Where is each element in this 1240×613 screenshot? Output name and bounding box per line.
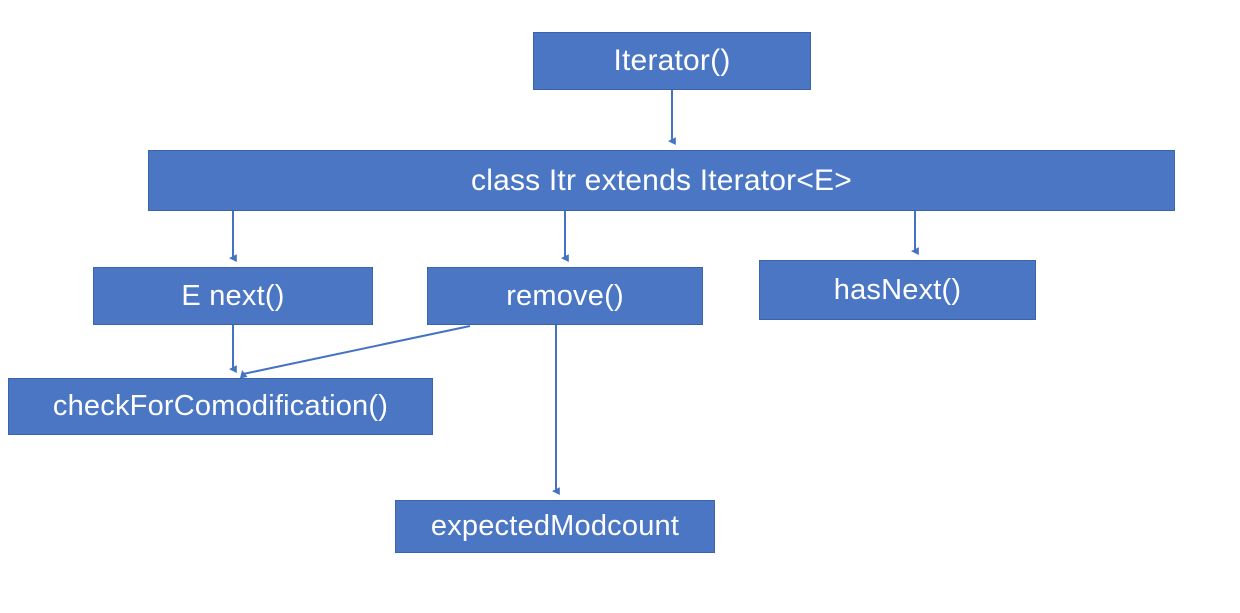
node-class-itr-label: class Itr extends Iterator<E>	[471, 163, 852, 197]
node-iterator-label: Iterator()	[613, 44, 731, 77]
edge-remove-to-checkfor	[239, 325, 471, 379]
node-class-itr[interactable]: class Itr extends Iterator<E>	[148, 150, 1175, 211]
node-remove[interactable]: remove()	[427, 267, 703, 325]
node-hasnext[interactable]: hasNext()	[759, 260, 1036, 320]
node-expected-modcount-label: expectedModcount	[430, 510, 680, 542]
node-next-label: E next()	[181, 279, 285, 312]
node-expected-modcount[interactable]: expectedModcount	[395, 500, 715, 553]
node-remove-label: remove()	[506, 279, 624, 312]
node-check-for-comodification-label: checkForComodification()	[52, 390, 389, 422]
node-next[interactable]: E next()	[93, 267, 373, 325]
node-iterator[interactable]: Iterator()	[533, 32, 811, 90]
node-check-for-comodification[interactable]: checkForComodification()	[8, 378, 433, 435]
node-hasnext-label: hasNext()	[833, 273, 962, 306]
